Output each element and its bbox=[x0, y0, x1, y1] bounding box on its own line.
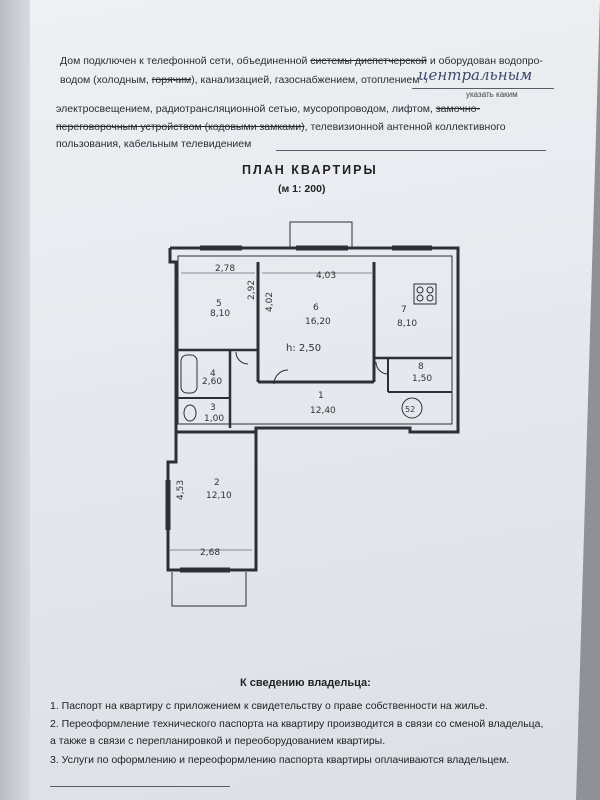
room-4-num: 4 bbox=[210, 369, 216, 379]
plan-title: ПЛАН КВАРТИРЫ bbox=[242, 163, 378, 177]
note-item-2a: 2. Переоформление технического паспорта … bbox=[50, 718, 544, 730]
notes-heading: К сведению владельца: bbox=[240, 677, 371, 689]
header-line-3: электросвещением, радиотрансляционной се… bbox=[56, 103, 480, 115]
specify-label: указать каким bbox=[466, 90, 518, 99]
header-line-3b-struck: замочно- bbox=[435, 103, 480, 115]
room-5-num: 5 bbox=[216, 299, 222, 309]
header-line-3a: электросвещением, радиотрансляционной се… bbox=[56, 103, 436, 115]
header-line-1: Дом подключен к телефонной сети, объедин… bbox=[60, 55, 543, 67]
header-line-2c: ), канализацией, газоснабжением, отоплен… bbox=[191, 74, 420, 86]
room-6-num: 6 bbox=[313, 303, 319, 313]
dim-278: 2,78 bbox=[215, 264, 235, 274]
header-line-5: пользования, кабельным телевидением bbox=[56, 138, 252, 150]
door-room6 bbox=[273, 369, 289, 385]
circle-marker bbox=[401, 397, 423, 419]
dim-292: 2,92 bbox=[247, 280, 257, 300]
note-item-1: 1. Паспорт на квартиру с приложением к с… bbox=[50, 700, 488, 712]
handwritten-heating: центральным bbox=[418, 66, 533, 84]
header-line-1b-struck: системы диспетчерской bbox=[310, 55, 427, 67]
dim-403: 4,03 bbox=[316, 271, 336, 281]
door-room7 bbox=[375, 361, 389, 375]
room-8-num: 8 bbox=[418, 362, 424, 372]
header-line-4: переговорочным устройством (кодовыми зам… bbox=[56, 121, 506, 133]
room-1-area: 12,40 bbox=[310, 406, 336, 416]
top-balcony bbox=[289, 221, 353, 248]
bottom-balcony bbox=[171, 572, 247, 607]
room-3-area: 1,00 bbox=[204, 414, 224, 424]
room-5-area: 8,10 bbox=[210, 309, 230, 319]
header-line-2b-struck: горячим bbox=[151, 74, 192, 86]
header-line-1a: Дом подключен к телефонной сети, объедин… bbox=[60, 55, 311, 67]
height-label: h: 2,50 bbox=[286, 343, 321, 354]
note-item-2b: а также в связи с перепланировкой и пере… bbox=[50, 735, 386, 747]
room-1-num: 1 bbox=[318, 391, 324, 401]
room-7-area: 8,10 bbox=[397, 319, 417, 329]
header-line-1c: и оборудован водопро- bbox=[426, 55, 543, 67]
stove bbox=[413, 283, 437, 305]
header-line-4a-struck: переговорочным устройством (кодовыми зам… bbox=[56, 121, 305, 133]
page-shadow-edge bbox=[0, 0, 30, 800]
door-room5 bbox=[235, 351, 249, 365]
plan-scale: (м 1: 200) bbox=[278, 183, 326, 195]
note-item-3: 3. Услуги по оформлению и переоформлению… bbox=[50, 754, 510, 766]
header-line-5-rule bbox=[276, 150, 546, 151]
bathtub bbox=[180, 354, 198, 394]
signature-line bbox=[50, 786, 230, 787]
toilet bbox=[183, 404, 197, 422]
heating-underline bbox=[412, 88, 554, 89]
room-6-area: 16,20 bbox=[305, 317, 331, 327]
room-3-num: 3 bbox=[210, 403, 216, 413]
dim-268: 2,68 bbox=[200, 548, 220, 558]
room-4-area: 2,60 bbox=[202, 377, 222, 387]
room-8-area: 1,50 bbox=[412, 374, 432, 384]
outer-wall bbox=[166, 246, 460, 572]
header-line-2: водом (холодным, горячим), канализацией,… bbox=[60, 74, 419, 86]
room-2-num: 2 bbox=[214, 478, 220, 488]
header-line-2a: водом (холодным, bbox=[60, 74, 152, 86]
dim-453: 4,53 bbox=[176, 480, 186, 500]
circle-marker-label: 52 bbox=[405, 405, 415, 414]
outer-wall-inner bbox=[177, 255, 453, 425]
room-7-num: 7 bbox=[401, 305, 407, 315]
dim-402: 4,02 bbox=[265, 292, 275, 312]
header-line-4b: , телевизионной антенной коллективного bbox=[304, 121, 506, 133]
room-2-area: 12,10 bbox=[206, 491, 232, 501]
